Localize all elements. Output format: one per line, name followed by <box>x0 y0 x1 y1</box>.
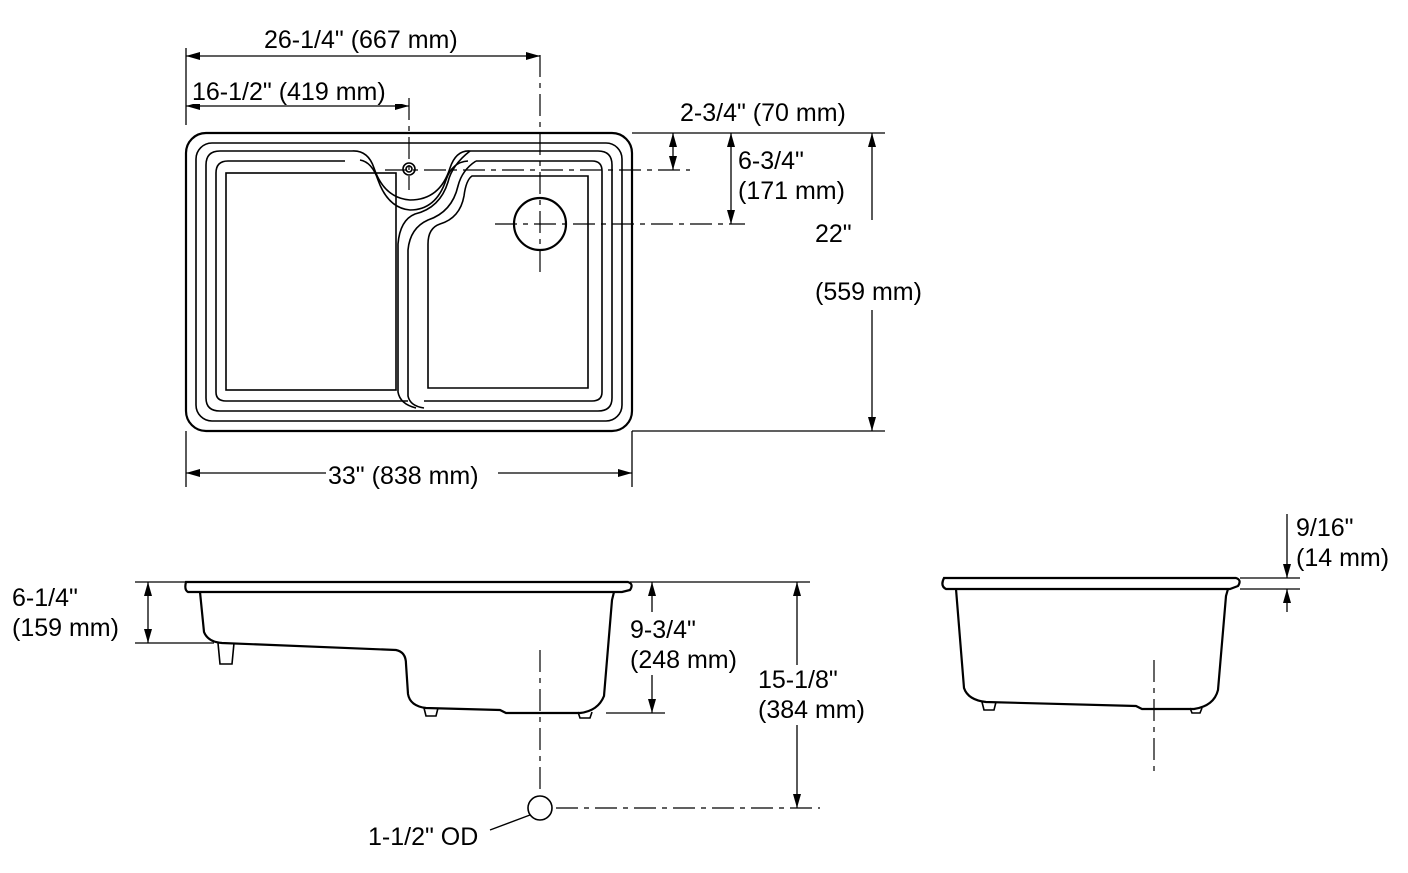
label-sink-length-2: (559 mm) <box>815 278 922 306</box>
dim-faucet-offset: 2-3/4" (70 mm) <box>632 99 885 170</box>
side-rim <box>941 576 1241 591</box>
front-foot-3 <box>577 711 593 719</box>
label-overall-width: 33" (838 mm) <box>328 462 479 490</box>
label-drain-offset-1: 6-3/4" <box>738 147 804 175</box>
faucet-deck-curve-inner <box>359 159 469 211</box>
label-rim-thickness-2: (14 mm) <box>1296 544 1389 572</box>
left-bowl-floor <box>225 172 397 391</box>
faucet-deck-curve <box>351 150 471 201</box>
label-left-bowl-depth-2: (159 mm) <box>12 614 119 642</box>
label-overall-to-drain: 26-1/4" (667 mm) <box>264 26 458 54</box>
dim-overall-to-drain: 26-1/4" (667 mm) <box>185 26 540 125</box>
label-total-depth-1: 15-1/8" <box>758 666 838 694</box>
label-right-bowl-depth-2: (248 mm) <box>630 646 737 674</box>
dim-drain-offset: 6-3/4" (171 mm) <box>727 133 845 224</box>
front-body <box>198 591 616 715</box>
front-rim <box>184 580 633 594</box>
side-body <box>954 588 1230 711</box>
label-total-depth-2: (384 mm) <box>758 696 865 724</box>
side-foot-2 <box>1189 707 1203 714</box>
dim-left-bowl-depth: 6-1/4" (159 mm) <box>12 581 214 644</box>
dim-sink-length: 22" (559 mm) <box>632 133 922 432</box>
dim-overall-width: 33" (838 mm) <box>185 431 633 490</box>
right-bowl-floor <box>427 175 589 389</box>
sink-outer-rim <box>184 131 634 433</box>
dim-faucet-center: 16-1/2" (419 mm) <box>186 78 409 110</box>
label-drain-outlet: 1-1/2" OD <box>368 823 478 851</box>
left-bowl-inner <box>215 160 408 402</box>
front-left-foot <box>217 642 235 665</box>
label-left-bowl-depth-1: 6-1/4" <box>12 584 78 612</box>
faucet-hole <box>402 162 416 176</box>
dim-right-bowl-depth: 9-3/4" (248 mm) <box>606 581 737 714</box>
front-foot-2 <box>423 707 439 717</box>
side-foot-1 <box>981 701 997 711</box>
label-faucet-offset: 2-3/4" (70 mm) <box>680 99 846 127</box>
right-bowl-inner <box>424 160 603 402</box>
drain-outlet-leader <box>489 814 531 831</box>
left-bowl-outline <box>205 150 412 412</box>
label-sink-length-1: 22" <box>815 220 852 248</box>
top-view <box>184 55 745 433</box>
dim-rim-thickness: 9/16" (14 mm) <box>1240 514 1389 612</box>
right-bowl-outline <box>412 150 613 412</box>
dim-total-depth: 15-1/8" (384 mm) <box>665 581 865 808</box>
bowl-divider <box>397 150 471 409</box>
label-faucet-center: 16-1/2" (419 mm) <box>192 78 386 106</box>
label-rim-thickness-1: 9/16" <box>1296 514 1354 542</box>
label-drain-offset-2: (171 mm) <box>738 177 845 205</box>
drain-outlet-circle <box>527 795 553 821</box>
front-view <box>184 580 820 831</box>
label-right-bowl-depth-1: 9-3/4" <box>630 616 696 644</box>
side-view <box>941 576 1241 775</box>
bowl-divider-inner <box>407 160 477 409</box>
